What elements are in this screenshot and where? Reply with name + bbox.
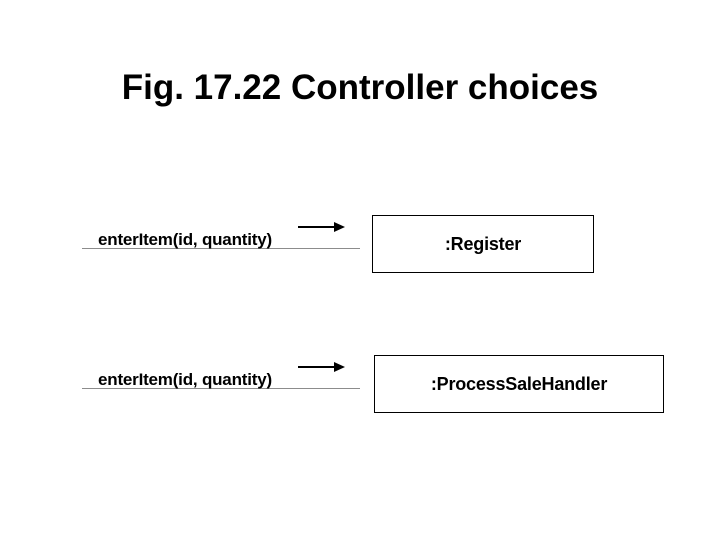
arrow-head-icon [334,362,345,372]
message-label: enterItem(id, quantity) [98,370,272,389]
object-label: :ProcessSaleHandler [430,373,608,394]
object-box-process-sale-handler[interactable]: :ProcessSaleHandler [374,355,664,413]
message-label: enterItem(id, quantity) [98,230,272,249]
object-label: :Register [444,233,522,254]
message-line [82,248,360,249]
arrow-shaft-icon [298,226,336,228]
arrow-shaft-icon [298,366,336,368]
arrow-head-icon [334,222,345,232]
diagram-controller-choice-2: enterItem(id, quantity) :ProcessSaleHand… [82,355,664,420]
message-line [82,388,360,389]
diagram-controller-choice-1: enterItem(id, quantity) :Register [82,215,594,280]
page-title: Fig. 17.22 Controller choices [121,68,599,107]
object-box-register[interactable]: :Register [372,215,594,273]
